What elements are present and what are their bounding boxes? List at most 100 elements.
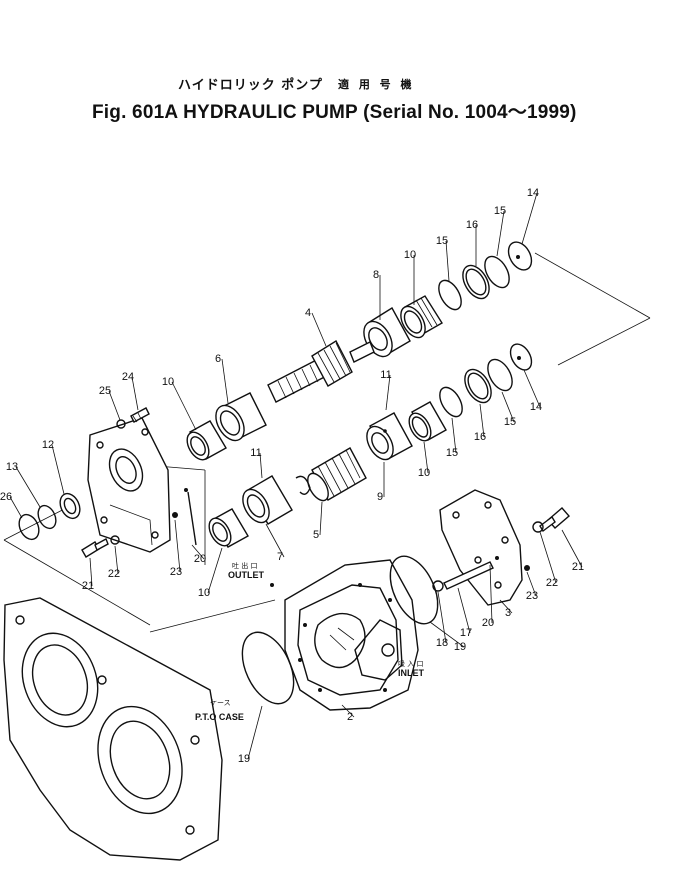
inlet-label-jp: 吸 入 口 — [398, 660, 423, 668]
callout-leader-p17 — [457, 587, 471, 634]
bolt-21-left — [81, 538, 109, 558]
part-number-p22a: 22 — [108, 568, 120, 580]
callout-leader-p10b — [171, 381, 197, 431]
figure-number: Fig. 601A — [92, 102, 178, 123]
callout-leader-p6 — [221, 358, 229, 404]
front-cover-plate — [87, 417, 171, 553]
plug-23-left — [172, 512, 178, 518]
part-number-p13: 13 — [6, 461, 18, 473]
part-number-p19a: 19 — [454, 641, 466, 653]
callout-leader-p3 — [499, 599, 513, 614]
callout-leader-p11a — [259, 452, 263, 479]
callout-leader-p16b — [479, 403, 485, 438]
callout-leader-p20a — [191, 544, 205, 560]
part-number-p6: 6 — [215, 353, 221, 365]
callout-leader-p22b — [539, 531, 557, 584]
callout-leader-p11b — [385, 374, 391, 411]
part-number-p20a: 20 — [194, 553, 206, 565]
bushing-6 — [215, 392, 267, 442]
snap-ring-15-upper-right — [484, 255, 510, 289]
snap-ring-15-lower-left — [439, 386, 463, 418]
part-number-p8: 8 — [373, 269, 379, 281]
ring-16-lower — [464, 368, 492, 404]
inlet-label: INLET — [398, 668, 425, 678]
part-number-p2: 2 — [347, 711, 353, 723]
o-ring-19-right — [389, 555, 439, 625]
plug-23-right — [524, 565, 530, 571]
callout-leader-p4 — [311, 312, 327, 347]
bolt-21-right — [539, 507, 570, 533]
rear-cover — [439, 489, 523, 606]
case-label-jp: ケース — [210, 699, 231, 707]
part-number-p10c: 10 — [418, 467, 430, 479]
callout-leader-p15b — [445, 240, 450, 282]
part-number-p26: 26 — [0, 491, 12, 503]
part-number-p14b: 14 — [530, 401, 542, 413]
part-number-p9: 9 — [377, 491, 383, 503]
washer-18 — [432, 580, 444, 592]
outlet-label-jp: 吐 出 口 — [232, 561, 257, 570]
snap-ring-13 — [37, 504, 57, 530]
callout-leader-p15c — [451, 417, 457, 454]
part-number-p19b: 19 — [238, 753, 250, 765]
part-number-p11a: 11 — [250, 447, 261, 459]
part-number-callouts: 1415161510846102425111213261191015161514… — [0, 187, 584, 765]
part-number-p15c: 15 — [446, 447, 458, 459]
part-number-p7: 7 — [277, 551, 283, 563]
driven-gear-5 — [295, 447, 367, 502]
bolt-17 — [443, 561, 494, 590]
part-number-p11b: 11 — [380, 369, 391, 381]
part-number-p24: 24 — [122, 371, 134, 383]
callout-leader-p26 — [9, 496, 23, 519]
oil-seal-12 — [59, 492, 81, 520]
pto-case — [3, 597, 223, 861]
drive-gear-shaft-4 — [267, 340, 375, 403]
callout-leader-p7 — [265, 523, 285, 558]
callout-leader-p2 — [341, 704, 355, 718]
part-number-p15b: 15 — [436, 235, 448, 247]
figure-name: HYDRAULIC PUMP — [183, 102, 358, 123]
bearing-10-left-lower — [208, 508, 249, 548]
part-number-p22b: 22 — [546, 577, 558, 589]
callout-leader-p19a — [429, 621, 465, 648]
callout-leader-p21b — [561, 529, 583, 568]
snap-ring-15-upper-left — [438, 279, 462, 311]
part-number-p5: 5 — [313, 529, 319, 541]
bearing-10-lower — [408, 401, 447, 442]
part-number-p4: 4 — [305, 307, 311, 319]
pump-body — [284, 559, 419, 711]
callout-leader-p23b — [526, 571, 537, 597]
callout-leader-p25 — [108, 390, 121, 421]
callout-leader-p18 — [437, 591, 447, 644]
part-number-p12: 12 — [42, 439, 54, 451]
callout-leader-p10d — [207, 547, 223, 594]
callout-leader-p23a — [174, 519, 181, 573]
part-number-p10d: 10 — [198, 587, 210, 599]
title-japanese: ハイドロリック ポンプ — [178, 78, 323, 93]
callout-leader-p21a — [89, 557, 93, 587]
snap-ring-15-lower-right — [487, 358, 513, 392]
pin-20-left — [184, 488, 197, 546]
callout-leader-p14b — [523, 369, 541, 408]
washer-14-upper — [507, 241, 533, 271]
part-number-p17: 17 — [460, 627, 472, 639]
part-number-p3: 3 — [505, 607, 511, 619]
part-number-p16b: 16 — [474, 431, 486, 443]
callout-leader-p22a — [114, 545, 119, 575]
pin-20-right — [495, 556, 499, 560]
callout-leader-p12 — [51, 444, 65, 495]
callout-leader-p13 — [15, 466, 41, 508]
figure-title: Fig. 601A HYDRAULIC PUMP (Serial No. 100… — [92, 97, 577, 124]
part-number-p15a: 15 — [494, 205, 506, 217]
washer-25 — [116, 419, 126, 429]
callout-leader-p15d — [501, 391, 515, 423]
ring-16-upper — [462, 264, 490, 300]
washer-22-left — [110, 535, 120, 545]
part-number-p15d: 15 — [504, 416, 516, 428]
part-number-p21a: 21 — [82, 580, 94, 592]
part-number-p10b: 10 — [162, 376, 174, 388]
part-number-p25: 25 — [99, 385, 111, 397]
part-number-p14a: 14 — [527, 187, 539, 199]
washer-22-right — [532, 521, 544, 533]
washer-14-lower — [509, 343, 533, 371]
